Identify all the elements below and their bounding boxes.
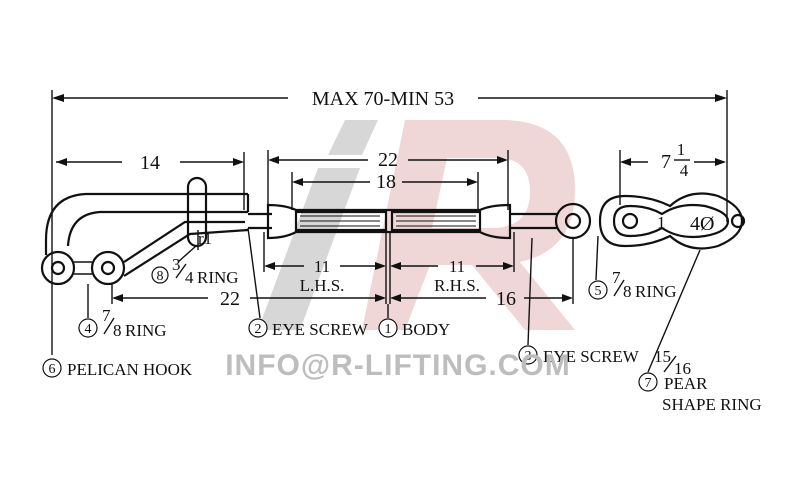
left-span-label: 22 — [220, 288, 240, 310]
pear-hole-label: 4Ø — [690, 213, 714, 235]
part-callout-4: 4 7 8 RING — [78, 306, 167, 340]
part-8-number: 8 — [157, 269, 164, 284]
hook-length-dimension: 14 — [56, 152, 245, 210]
part-callout-8: 8 3 4 RING — [151, 255, 239, 287]
part-3-label: EYE SCREW — [543, 347, 640, 366]
body-inner-label: 18 — [376, 171, 396, 193]
part-4-frac-den: 8 — [113, 321, 122, 340]
body-length-label: 22 — [378, 149, 398, 171]
part-4-frac-num: 7 — [102, 306, 111, 325]
lhs-length-label: 11 — [314, 257, 330, 276]
part-8-frac-num: 3 — [172, 255, 181, 274]
part-6-number: 6 — [49, 362, 56, 377]
pear-width-whole: 7 — [661, 151, 671, 173]
part-2-label: EYE SCREW — [272, 320, 369, 339]
part-6-label: PELICAN HOOK — [67, 360, 193, 379]
part-5-label: RING — [635, 282, 677, 301]
part-7-label-2: SHAPE RING — [662, 395, 762, 414]
part-8-frac-den: 4 — [185, 268, 194, 287]
rhs-label: R.H.S. — [434, 276, 480, 295]
part-callout-6: 6 PELICAN HOOK — [42, 358, 193, 379]
part-5-frac-num: 7 — [612, 268, 621, 287]
watermark-logo — [258, 120, 575, 330]
lhs-label: L.H.S. — [300, 276, 345, 295]
part-callout-3: 3 EYE SCREW — [518, 345, 640, 366]
part-5-frac-den: 8 — [623, 282, 632, 301]
part-7-frac-num: 15 — [654, 347, 671, 366]
rhs-length-label: 11 — [449, 257, 465, 276]
part-callout-1: 1 BODY — [378, 318, 450, 339]
pelican-hook: r1 — [40, 176, 250, 286]
part-5-number: 5 — [595, 284, 602, 299]
right-span-label: 16 — [496, 288, 516, 310]
pear-width-den: 4 — [680, 161, 689, 180]
part-7-label: PEAR — [664, 374, 708, 393]
ring-radius-label: r1 — [198, 229, 212, 248]
turnbuckle-body — [266, 203, 512, 240]
watermark-email: INFO@R-LIFTING.COM — [225, 349, 571, 382]
part-7-number: 7 — [645, 376, 652, 391]
part-7-frac-den: 16 — [674, 359, 691, 378]
part-4-label: RING — [125, 321, 167, 340]
body-dimension: 22 18 — [267, 149, 509, 210]
pear-width-num: 1 — [677, 140, 686, 159]
pear-shape-ring: 1 4Ø — [598, 192, 746, 250]
part-2-number: 2 — [255, 322, 262, 337]
pear-one-label: 1 — [657, 213, 666, 232]
part-4-number: 4 — [85, 322, 92, 337]
leader-lines — [51, 227, 701, 373]
hook-length-label: 14 — [140, 152, 160, 174]
part-8-label: RING — [197, 268, 239, 287]
part-callout-5: 5 7 8 RING — [588, 268, 677, 301]
thread-lines — [300, 215, 476, 227]
part-1-number: 1 — [385, 322, 392, 337]
part-3-number: 3 — [525, 349, 532, 364]
part-1-label: BODY — [402, 320, 450, 339]
lower-dimensions: 11 L.H.S. 11 R.H.S. 22 16 — [111, 232, 574, 310]
part-callout-7: 15 16 7 PEAR SHAPE RING — [638, 347, 762, 414]
part-callout-2: 2 EYE SCREW — [248, 318, 369, 339]
overall-dim-label: MAX 70-MIN 53 — [312, 88, 454, 110]
pear-width-dimension: 7 1 4 — [619, 140, 726, 205]
